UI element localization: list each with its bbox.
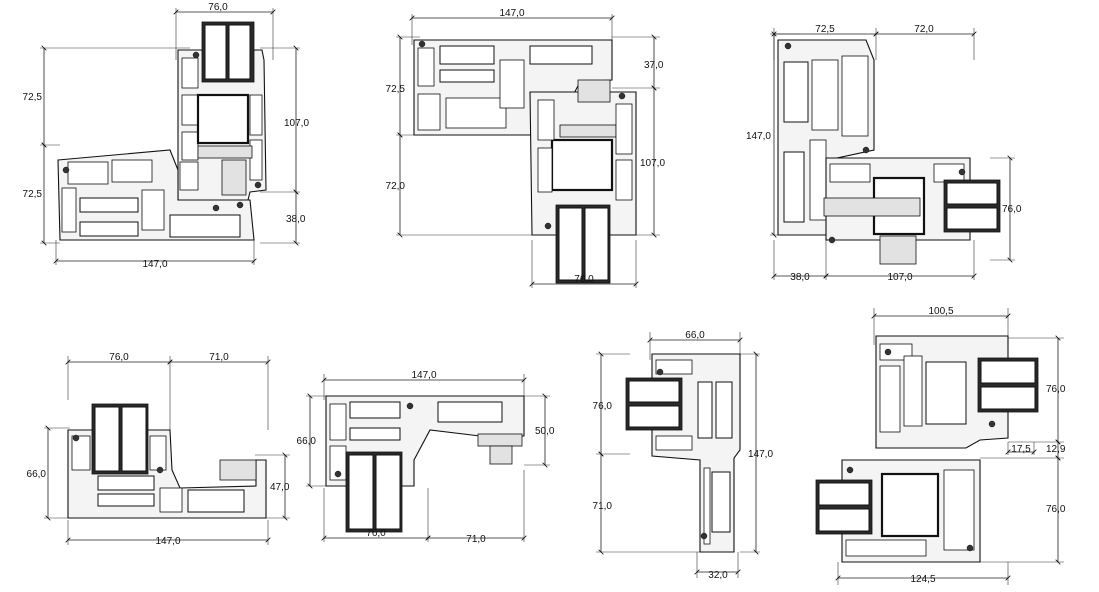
dim-width-bottom: 107,0 bbox=[887, 272, 912, 283]
dim-height-lower: 71,0 bbox=[593, 501, 613, 512]
dim-height-total: 147,0 bbox=[746, 131, 771, 142]
dim-height-lower: 72,0 bbox=[386, 181, 406, 192]
dim-offset-bottom: 38,0 bbox=[790, 272, 810, 283]
dim-width-bottom-right: 71,0 bbox=[466, 534, 486, 545]
dim-height-lower: 76,0 bbox=[1046, 504, 1066, 515]
dim-height-upper: 76,0 bbox=[1046, 384, 1066, 395]
dim-width-bottom: 147,0 bbox=[155, 536, 180, 547]
dim-width-top: 100,5 bbox=[928, 306, 953, 317]
dim-height-right: 50,0 bbox=[535, 426, 555, 437]
dim-height-right: 107,0 bbox=[640, 158, 665, 169]
dim-height-lower: 72,5 bbox=[23, 189, 43, 200]
section-drawing-3: 72,5 72,0 147,0 76,0 38,0 107,0 bbox=[746, 24, 1022, 283]
section-drawing-2: 147,0 72,5 37,0 107,0 72,0 76,0 bbox=[386, 8, 665, 288]
dim-height-upper: 76,0 bbox=[593, 401, 613, 412]
dim-height-upper: 72,5 bbox=[386, 84, 406, 95]
dim-height-left: 66,0 bbox=[27, 469, 47, 480]
dim-width-bottom: 76,0 bbox=[574, 274, 594, 285]
dim-width-top: 76,0 bbox=[208, 2, 228, 13]
dim-width-right: 72,0 bbox=[914, 24, 934, 35]
dim-height-right: 107,0 bbox=[284, 118, 309, 129]
dim-width-bottom-left: 76,0 bbox=[366, 528, 386, 539]
dim-height-upper: 72,5 bbox=[23, 92, 43, 103]
dim-offset-right: 38,0 bbox=[286, 214, 306, 225]
section-drawing-1: 76,0 72,5 107,0 72,5 38,0 147,0 bbox=[23, 2, 310, 270]
dim-offset-right: 37,0 bbox=[644, 60, 664, 71]
section-drawing-6: 66,0 76,0 147,0 71,0 32,0 bbox=[593, 330, 774, 581]
dim-gap: 12,9 bbox=[1046, 444, 1066, 455]
dim-height-total: 147,0 bbox=[748, 449, 773, 460]
dim-height-left: 66,0 bbox=[297, 436, 317, 447]
section-drawing-4: 76,0 71,0 66,0 47,0 147,0 bbox=[27, 352, 290, 547]
dim-width-left: 72,5 bbox=[815, 24, 835, 35]
dim-offset-small: 17,5 bbox=[1011, 444, 1031, 455]
dim-height-right: 76,0 bbox=[1002, 204, 1022, 215]
dim-width-bottom: 124,5 bbox=[910, 574, 935, 585]
section-drawing-7: 100,5 76,0 17,5 12,9 76,0 124,5 bbox=[815, 306, 1066, 585]
section-drawing-5: 147,0 66,0 50,0 76,0 71,0 bbox=[297, 370, 555, 545]
dim-width-top: 147,0 bbox=[411, 370, 436, 381]
dim-width-bottom: 32,0 bbox=[708, 570, 728, 581]
dim-width-left: 76,0 bbox=[109, 352, 129, 363]
dim-width-top: 66,0 bbox=[685, 330, 705, 341]
dim-width-bottom: 147,0 bbox=[142, 259, 167, 270]
dim-width-top: 147,0 bbox=[499, 8, 524, 19]
dim-width-right: 71,0 bbox=[209, 352, 229, 363]
dim-height-right: 47,0 bbox=[270, 482, 290, 493]
